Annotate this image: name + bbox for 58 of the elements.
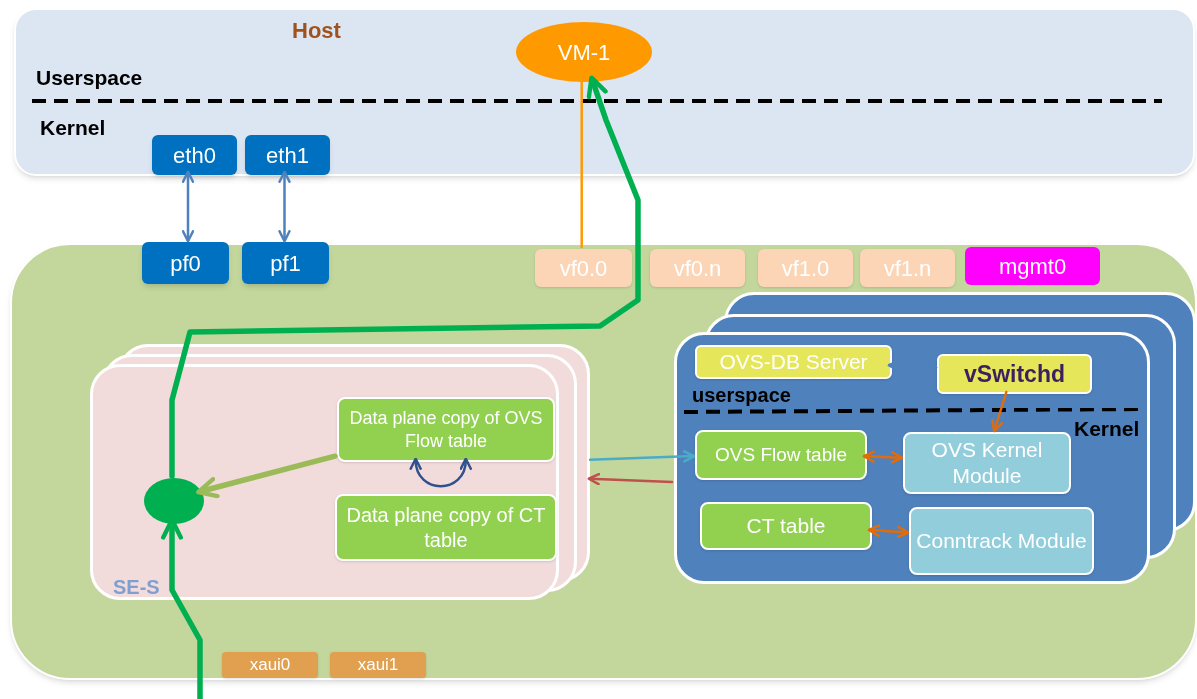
process-box	[937, 354, 1092, 394]
arrow	[410, 457, 471, 488]
arrow	[991, 390, 1008, 433]
node-text: OVS Flow table	[715, 443, 847, 467]
node-text: xaui1	[357, 654, 399, 677]
module-box	[903, 432, 1071, 494]
node-text: vf0.n	[673, 254, 722, 283]
arrow	[278, 170, 291, 243]
table-box	[337, 397, 555, 462]
interface-box	[860, 249, 955, 287]
interface-box	[650, 249, 745, 287]
arrow	[181, 170, 195, 243]
node-text: VM-1	[557, 38, 611, 67]
node-text: eth1	[266, 141, 309, 170]
layer-label: userspace	[692, 385, 791, 405]
process-box	[695, 345, 892, 379]
interface-box	[965, 247, 1100, 285]
arrow	[196, 453, 338, 499]
port-box	[330, 652, 426, 678]
node-text: Data plane copy of CT table	[345, 502, 547, 553]
node-text: mgmt0	[998, 252, 1067, 281]
interface-box	[142, 242, 229, 284]
node-text: pf1	[270, 249, 301, 278]
layer-label: Kernel	[40, 115, 106, 141]
node-text: Data plane copy of OVS Flow table	[348, 407, 544, 452]
interface-box	[242, 242, 329, 284]
node-text: vf0.0	[559, 254, 608, 283]
panel-title: Host	[292, 17, 341, 45]
node-text: OVS-DB Server	[719, 349, 868, 376]
interface-box	[245, 135, 330, 175]
node-text: vf1.0	[781, 254, 830, 283]
node-text: eth0	[173, 141, 216, 170]
table-box	[700, 502, 872, 550]
arrow	[867, 524, 910, 539]
layer-label: Userspace	[36, 65, 143, 91]
arrow	[169, 75, 641, 479]
node-text: CT table	[746, 512, 826, 539]
interface-box	[152, 135, 237, 175]
node-text: vSwitchd	[964, 359, 1065, 389]
node-text: OVS Kernel Module	[930, 436, 1044, 489]
table-box	[695, 430, 867, 480]
board-panel	[10, 243, 1197, 680]
arrow	[862, 450, 904, 464]
module-box	[909, 507, 1094, 575]
port-box	[222, 652, 318, 678]
interface-box	[535, 249, 632, 287]
node-text: xaui0	[249, 654, 291, 677]
layer-label: Kernel	[1074, 418, 1140, 439]
arrow	[588, 450, 696, 463]
table-box	[335, 494, 557, 561]
arrow	[587, 472, 674, 486]
node-text: vf1.n	[883, 254, 932, 283]
switch-stack	[674, 292, 1196, 584]
interface-box	[758, 249, 853, 287]
node-text: pf0	[170, 249, 201, 278]
host-panel	[14, 8, 1195, 176]
node-text: Conntrack Module	[916, 527, 1087, 554]
panel-title: SE-S	[113, 575, 160, 600]
